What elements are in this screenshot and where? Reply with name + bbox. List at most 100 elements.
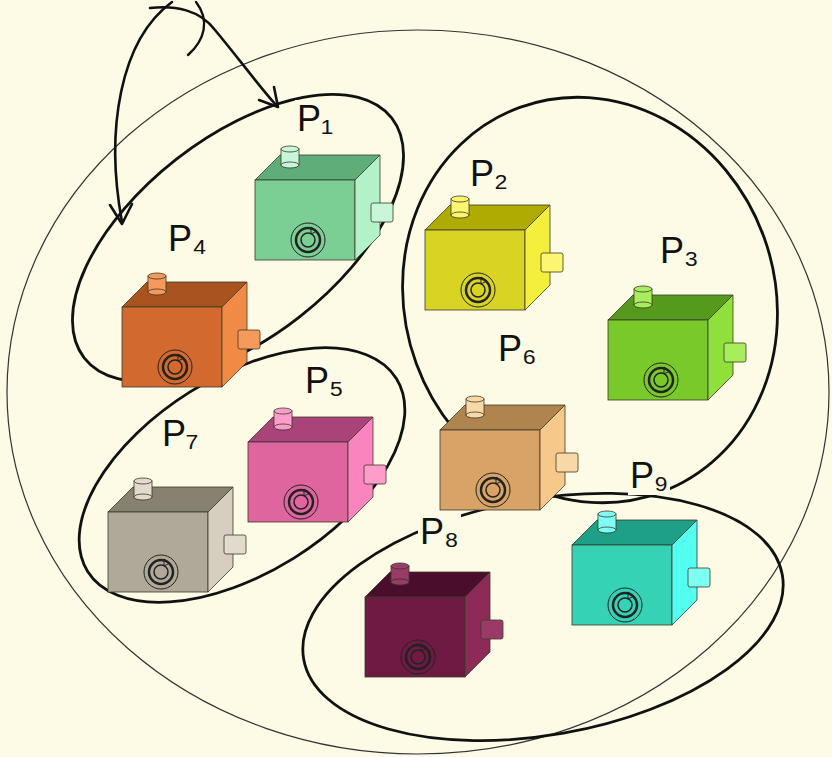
process-label: P₄ — [166, 220, 209, 258]
process-label: P₂ — [468, 155, 510, 193]
cube-dial — [644, 363, 678, 397]
process-icon — [245, 145, 405, 270]
cube-cylinder — [148, 273, 166, 279]
cube-front — [572, 545, 672, 625]
arrow-head — [110, 204, 132, 224]
cube-dial — [628, 592, 634, 599]
cube-cylinder — [281, 146, 299, 152]
process-label: P₃ — [658, 232, 701, 270]
cube-dial — [289, 490, 313, 514]
cube-front — [108, 512, 208, 592]
cube-cylinder — [281, 162, 299, 168]
cube-nozzle — [238, 330, 260, 349]
group-loop — [23, 39, 453, 437]
cube-cylinder — [451, 212, 469, 218]
cube-front — [255, 180, 355, 260]
process-icon — [598, 285, 758, 410]
cube-dial — [149, 560, 173, 584]
hand-stroke — [188, 2, 204, 55]
cube-cylinder — [274, 408, 292, 414]
cube-dial — [401, 640, 435, 674]
process-label: P₈ — [418, 513, 461, 551]
cube-cylinder — [134, 478, 152, 484]
cube-dial — [496, 477, 502, 484]
cube-dial — [168, 360, 182, 374]
process-icon — [562, 510, 722, 635]
cube-cylinder — [598, 511, 616, 517]
process-icon — [355, 562, 515, 687]
cube-front — [425, 230, 525, 310]
cube-dial — [481, 277, 487, 284]
arrow-head — [259, 87, 278, 107]
cube-cylinder — [391, 563, 409, 569]
cube-cylinder — [391, 579, 409, 585]
hand-arrow — [150, 7, 276, 105]
process-label: P₅ — [303, 362, 346, 400]
process-label: P₁ — [295, 100, 335, 138]
process-node: P₁ — [245, 100, 405, 270]
process-node: P₅ — [238, 362, 398, 532]
process-node: P₈ — [355, 513, 515, 687]
process-node: P₉ — [562, 457, 722, 635]
cube-dial — [406, 645, 430, 669]
process-node: P₄ — [112, 220, 272, 397]
group-loop — [346, 44, 832, 556]
cube-nozzle — [224, 535, 246, 554]
process-node: P₂ — [415, 155, 575, 320]
cube-front — [608, 320, 708, 400]
process-node: P₇ — [98, 415, 258, 602]
cube-cylinder — [466, 412, 484, 418]
cube-dial — [654, 373, 668, 387]
cube-nozzle — [481, 620, 503, 639]
cube-dial — [301, 233, 315, 247]
process-label: P₇ — [160, 415, 200, 453]
process-icon — [430, 395, 590, 520]
cube-dial — [461, 273, 495, 307]
cube-dial — [486, 483, 500, 497]
cube-cylinder — [634, 302, 652, 308]
cube-dial — [163, 355, 187, 379]
cube-dial — [294, 495, 308, 509]
cube-dial — [158, 350, 192, 384]
process-icon — [98, 477, 258, 602]
cube-cylinder — [134, 494, 152, 500]
cube-dial — [164, 559, 170, 566]
cube-nozzle — [371, 203, 393, 222]
cube-cylinder — [274, 424, 292, 430]
cube-dial — [311, 227, 317, 234]
cube-dial — [608, 588, 642, 622]
cube-dial — [664, 367, 670, 374]
cube-cylinder — [466, 396, 484, 402]
cube-nozzle — [556, 453, 578, 472]
cube-cylinder — [598, 527, 616, 533]
cube-dial — [421, 644, 427, 651]
cube-nozzle — [364, 465, 386, 484]
process-node: P₃ — [598, 232, 758, 410]
process-icon — [415, 195, 575, 320]
cube-front — [122, 307, 222, 387]
cube-dial — [618, 598, 632, 612]
cube-dial — [178, 354, 184, 361]
hand-arrow — [115, 2, 172, 222]
process-icon — [112, 272, 272, 397]
cube-dial — [296, 228, 320, 252]
cube-cylinder — [148, 289, 166, 295]
process-label: P₉ — [628, 457, 670, 495]
cube-dial — [411, 650, 425, 664]
cube-dial — [471, 283, 485, 297]
process-label: P₆ — [496, 330, 539, 368]
cube-front — [365, 597, 465, 677]
cube-front — [440, 430, 540, 510]
cube-front — [248, 442, 348, 522]
cube-nozzle — [724, 343, 746, 362]
cube-dial — [291, 223, 325, 257]
cube-dial — [613, 593, 637, 617]
cube-dial — [284, 485, 318, 519]
cube-nozzle — [541, 253, 563, 272]
cube-dial — [476, 473, 510, 507]
cube-cylinder — [634, 286, 652, 292]
process-icon — [238, 407, 398, 532]
cube-dial — [304, 489, 310, 496]
cube-dial — [481, 478, 505, 502]
